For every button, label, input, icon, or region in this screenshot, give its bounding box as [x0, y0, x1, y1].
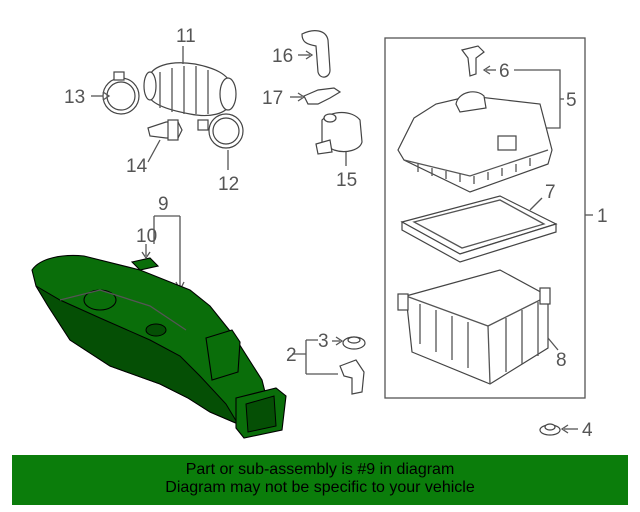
- callout-16: 16: [272, 46, 293, 67]
- callout-10: 10: [136, 226, 157, 247]
- callout-3: 3: [318, 331, 329, 352]
- parts-diagram: 11 13 14 12 16 17 15 1: [31, 26, 608, 441]
- callout-12: 12: [218, 174, 239, 195]
- callout-7: 7: [545, 182, 556, 203]
- assembly-box-1: [384, 37, 586, 399]
- part-3-grommet[interactable]: [342, 336, 366, 350]
- info-banner: Part or sub-assembly is #9 in diagram Di…: [12, 455, 628, 505]
- part-7-filter[interactable]: [400, 195, 558, 263]
- part-11-intake-hose[interactable]: [143, 62, 237, 117]
- part-16-hose[interactable]: [301, 30, 331, 78]
- callout-13: 13: [64, 87, 85, 108]
- part-15-resonator[interactable]: [315, 111, 363, 155]
- part-4-grommet[interactable]: [539, 423, 561, 436]
- callout-14: 14: [126, 156, 148, 177]
- part-6-clip[interactable]: [460, 45, 485, 77]
- callout-4: 4: [582, 420, 593, 441]
- callout-8: 8: [556, 350, 567, 371]
- banner-line-2: Diagram may not be specific to your vehi…: [165, 479, 475, 496]
- part-8-lower-case[interactable]: [397, 269, 551, 385]
- callout-9: 9: [158, 194, 169, 215]
- part-10-label[interactable]: [130, 257, 160, 271]
- callout-2: 2: [286, 345, 297, 366]
- part-13-clamp[interactable]: [102, 71, 140, 115]
- callout-6: 6: [499, 61, 510, 82]
- banner-line-1: Part or sub-assembly is #9 in diagram: [185, 461, 455, 478]
- callout-1: 1: [597, 206, 608, 227]
- part-14-sensor[interactable]: [147, 119, 183, 141]
- callout-5: 5: [566, 90, 577, 111]
- part-12-clamp[interactable]: [197, 113, 244, 149]
- callout-17: 17: [262, 88, 283, 109]
- part-9-intake-duct[interactable]: [31, 254, 287, 439]
- callout-11: 11: [176, 26, 196, 47]
- part-2-bracket[interactable]: [339, 359, 365, 395]
- part-17-bracket[interactable]: [303, 87, 342, 105]
- callout-15: 15: [336, 170, 357, 191]
- part-5-upper-case[interactable]: [397, 91, 553, 193]
